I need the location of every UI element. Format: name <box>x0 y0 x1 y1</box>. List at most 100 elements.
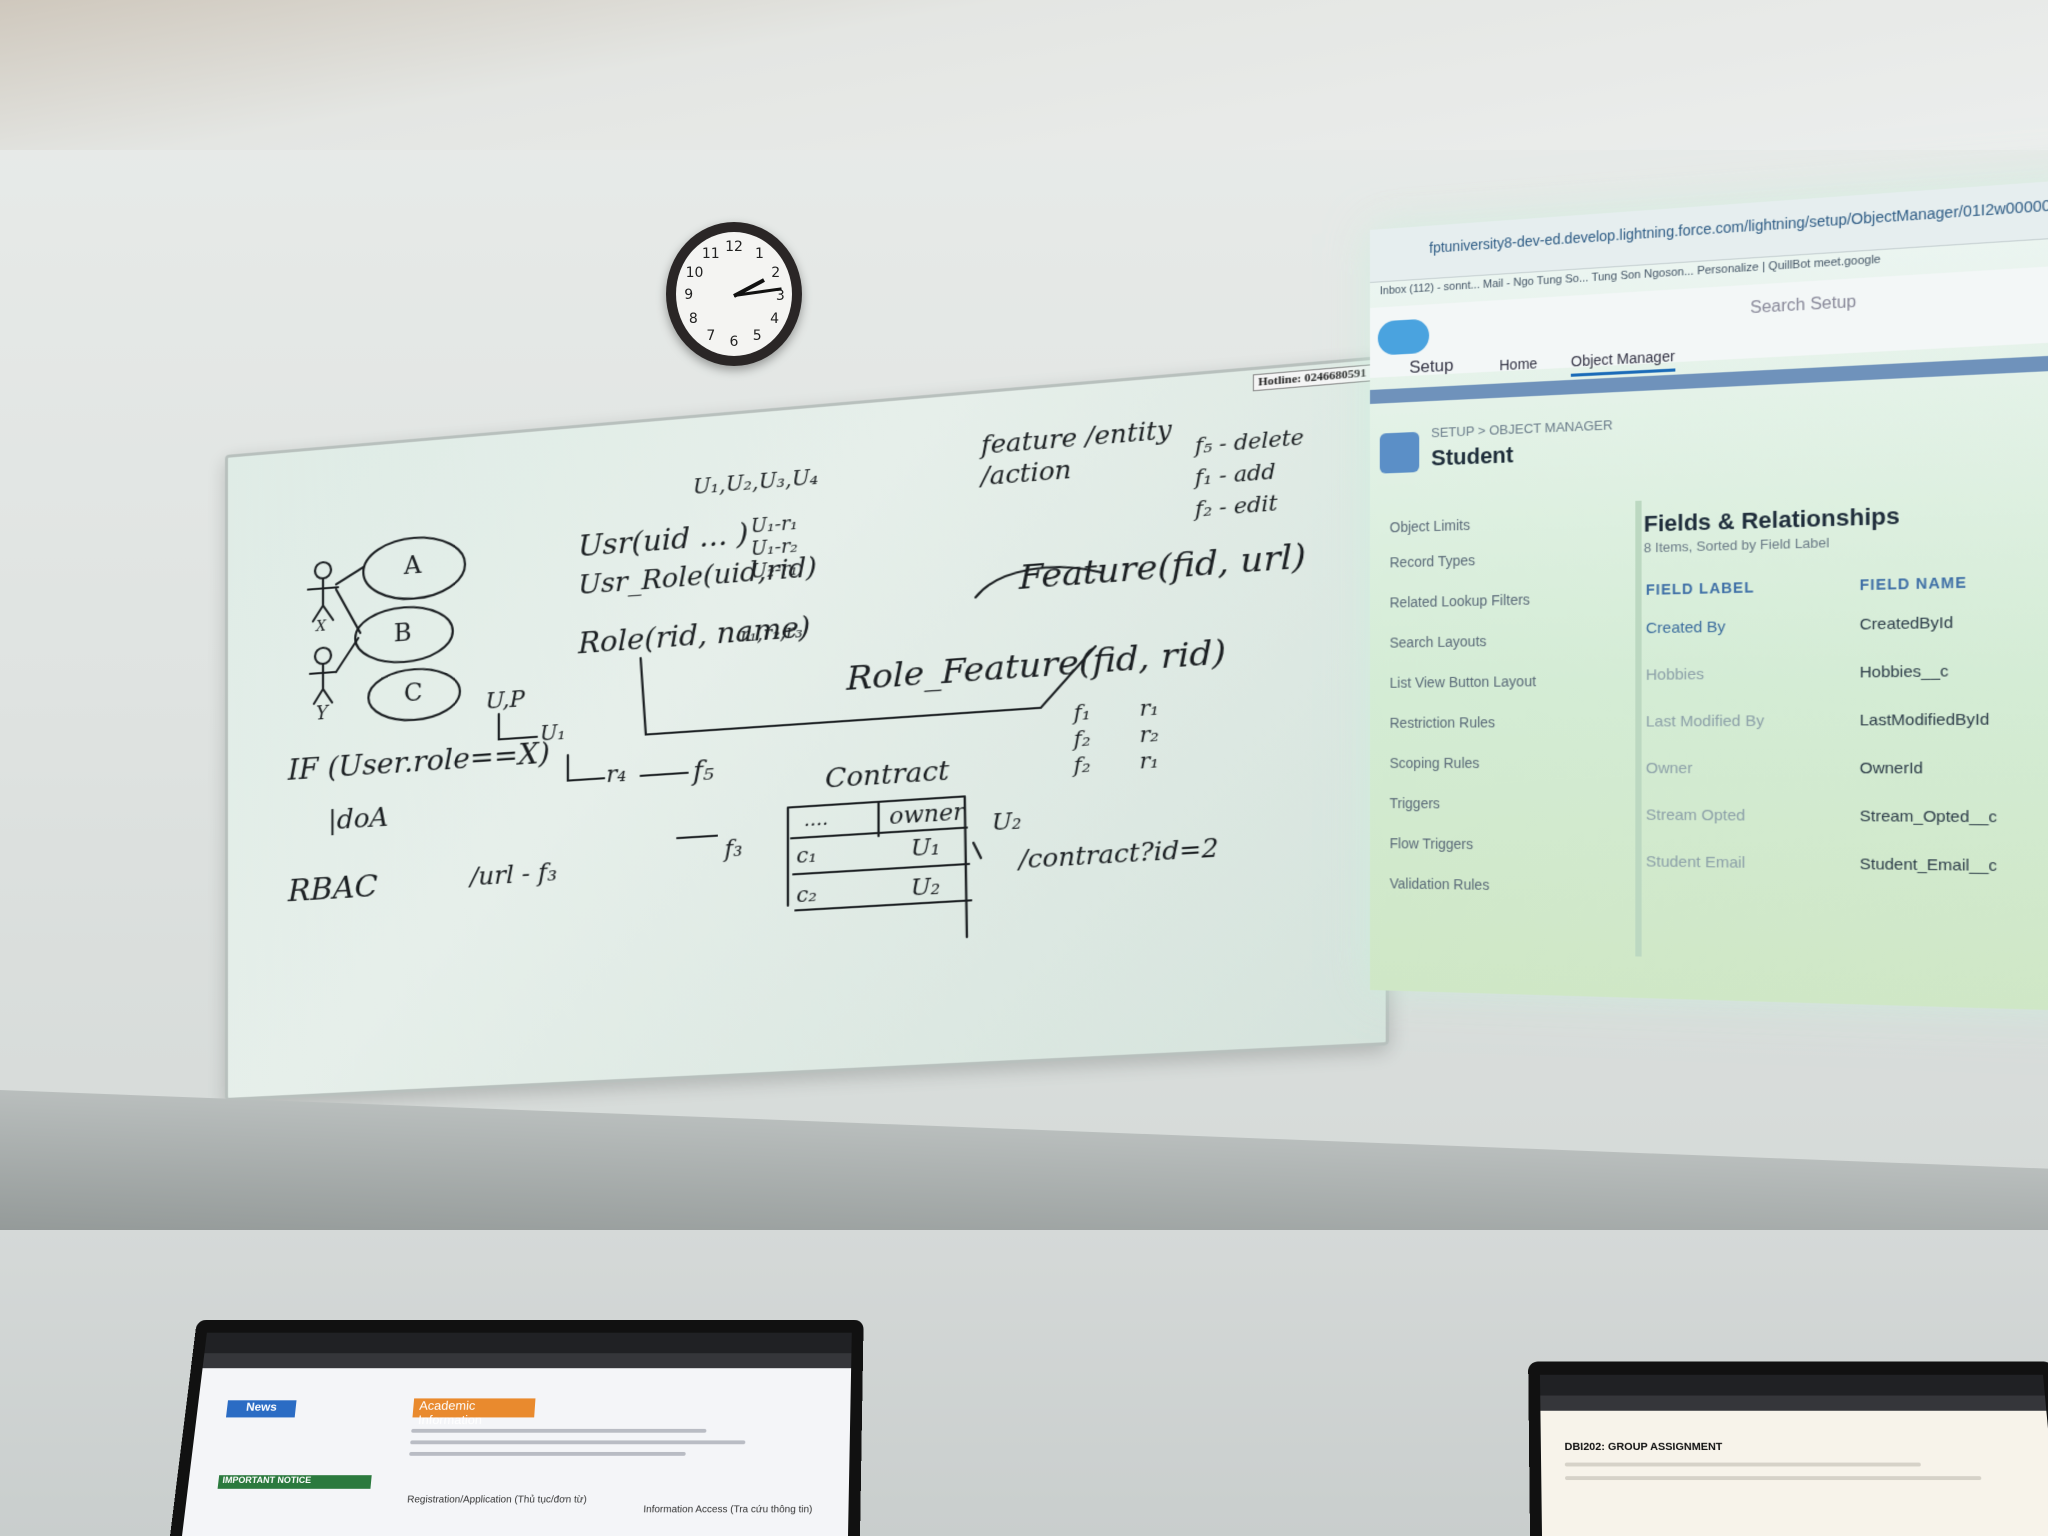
clock-face: 12 1 2 3 4 5 6 7 8 9 10 11 <box>676 232 792 356</box>
contract-cell: c₁ <box>796 842 816 868</box>
text-line <box>411 1429 706 1433</box>
news-badge[interactable]: News <box>226 1400 297 1417</box>
note-flow-u1: U₁ <box>540 720 566 746</box>
arrow-r4-f5 <box>641 773 688 776</box>
clock-number: 12 <box>725 239 743 255</box>
field-label-link[interactable]: Created By <box>1646 618 1726 637</box>
actor-head <box>315 562 331 579</box>
browser-address-bar[interactable] <box>203 1353 852 1368</box>
field-label-link[interactable]: Student Email <box>1646 853 1745 872</box>
sidebar-item[interactable]: List View Button Layout <box>1390 673 1536 691</box>
sidebar-item[interactable]: Search Layouts <box>1390 633 1487 651</box>
actor-body <box>310 663 336 704</box>
note-url-f3: /url - f₃ <box>470 858 557 892</box>
document-title: DBI202: GROUP ASSIGNMENT <box>1564 1441 1722 1453</box>
clock-number: 6 <box>730 334 739 350</box>
column-header-field-name[interactable]: FIELD NAME <box>1860 574 1967 594</box>
information-access-link[interactable]: Information Access (Tra cứu thông tin) <box>643 1504 812 1515</box>
browser-tab-strip[interactable] <box>1540 1375 2045 1396</box>
field-label-link[interactable]: Last Modified By <box>1646 712 1764 730</box>
clock-number: 2 <box>771 265 780 281</box>
toolbar-row[interactable] <box>1565 1476 1981 1480</box>
laptop-right: DBI202: GROUP ASSIGNMENT <box>1528 1362 2048 1536</box>
note-rf-right: r₂ <box>1140 721 1159 748</box>
clock-number: 4 <box>770 311 779 327</box>
field-api-name: Hobbies__c <box>1860 662 1949 681</box>
note-flow-f5: f₅ <box>693 756 714 788</box>
academic-info-header: Academic Information <box>412 1398 535 1417</box>
sidebar-item[interactable]: Restriction Rules <box>1390 714 1496 731</box>
actor-head <box>315 647 331 664</box>
wall-clock: 12 1 2 3 4 5 6 7 8 9 10 11 <box>666 222 802 366</box>
note-rbac: RBAC <box>288 869 378 910</box>
actor-mark-x: X <box>316 618 326 635</box>
note-do-statement: |doA <box>328 802 388 836</box>
clock-number: 11 <box>702 246 720 262</box>
laptop-left: News IMPORTANT NOTICE Academic Informati… <box>170 1320 864 1536</box>
contract-url-slash <box>973 842 981 858</box>
toolbar-row[interactable] <box>1565 1463 1921 1467</box>
object-layers-icon <box>1380 432 1419 474</box>
clock-number: 7 <box>706 328 715 344</box>
clock-number: 8 <box>689 311 698 327</box>
laptop-right-screen: DBI202: GROUP ASSIGNMENT <box>1540 1375 2048 1536</box>
field-api-name: Student_Email__c <box>1860 855 1997 875</box>
column-header-field-label[interactable]: FIELD LABEL <box>1646 579 1755 598</box>
clock-number: 1 <box>755 246 764 262</box>
contract-header: .... <box>804 808 828 831</box>
sidebar-item[interactable]: Object Limits <box>1390 517 1470 536</box>
note-rf-right: r₁ <box>1140 747 1159 774</box>
clock-number: 9 <box>684 287 693 303</box>
tab-home[interactable]: Home <box>1499 355 1537 373</box>
note-u2: U₂ <box>992 809 1022 837</box>
field-label-link[interactable]: Hobbies <box>1646 666 1704 684</box>
note-user-role-pair: U₂-r₁ <box>751 558 798 583</box>
sidebar-item[interactable]: Related Lookup Filters <box>1390 591 1530 610</box>
object-title: Student <box>1431 442 1513 472</box>
registration-link[interactable]: Registration/Application (Thủ tục/đơn từ… <box>407 1495 587 1506</box>
sidebar-item[interactable]: Flow Triggers <box>1390 835 1474 852</box>
contract-cell: U₁ <box>911 834 940 862</box>
browser-tab-strip[interactable] <box>204 1333 851 1353</box>
note-roles-list: r₁,r₂,r₃ <box>740 621 802 647</box>
sidebar-item[interactable]: Record Types <box>1390 552 1476 570</box>
sidebar-item[interactable]: Triggers <box>1390 795 1440 811</box>
sidebar-item[interactable]: Validation Rules <box>1390 875 1490 893</box>
text-line <box>409 1452 686 1456</box>
field-api-name: CreatedById <box>1860 614 1954 634</box>
sidebar-item[interactable]: Scoping Rules <box>1390 755 1480 771</box>
actor-label-a: A <box>404 550 422 580</box>
section-subtitle: 8 Items, Sorted by Field Label <box>1644 535 1830 556</box>
projected-salesforce-screen: fptuniversity8-dev-ed.develop.lightning.… <box>1370 178 2048 1011</box>
breadcrumb[interactable]: SETUP > OBJECT MANAGER <box>1431 417 1613 440</box>
field-label-link[interactable]: Owner <box>1646 760 1693 778</box>
field-api-name: LastModifiedById <box>1860 711 1990 730</box>
note-rf-left: f₂ <box>1074 725 1091 751</box>
note-rf-left: f₁ <box>1074 699 1091 725</box>
contract-cell: c₂ <box>796 881 816 907</box>
text-line <box>410 1440 745 1444</box>
actor-mark-y: Y <box>316 703 328 725</box>
arrow-u1-r4 <box>568 753 604 781</box>
clock-number: 10 <box>686 265 704 281</box>
tab-object-manager[interactable]: Object Manager <box>1571 348 1675 377</box>
nav-setup[interactable]: Setup <box>1409 355 1453 377</box>
note-flow-f3: f₃ <box>724 836 742 863</box>
note-user-role-pair: U₁-r₂ <box>751 535 798 560</box>
actor-label-c: C <box>404 678 423 708</box>
actor-links <box>336 567 363 672</box>
content-divider <box>1635 501 1641 957</box>
ceiling <box>0 0 2048 150</box>
browser-address-bar[interactable] <box>1540 1396 2046 1411</box>
actor-body <box>308 577 338 622</box>
arrow-up-u1 <box>499 711 537 739</box>
section-title: Fields & Relationships <box>1644 503 1900 538</box>
laptop-left-screen: News IMPORTANT NOTICE Academic Informati… <box>182 1333 852 1536</box>
contract-header: owner <box>889 800 964 831</box>
note-up: U,P <box>485 687 524 715</box>
whiteboard: Hotline: 0246680591 U₁,U₂,U₃,U₄ Usr(uid <box>225 355 1389 1101</box>
field-label-link[interactable]: Stream Opted <box>1646 806 1745 824</box>
contract-cell: U₂ <box>911 874 940 902</box>
salesforce-cloud-icon <box>1378 318 1429 355</box>
clock-number: 5 <box>753 328 762 344</box>
